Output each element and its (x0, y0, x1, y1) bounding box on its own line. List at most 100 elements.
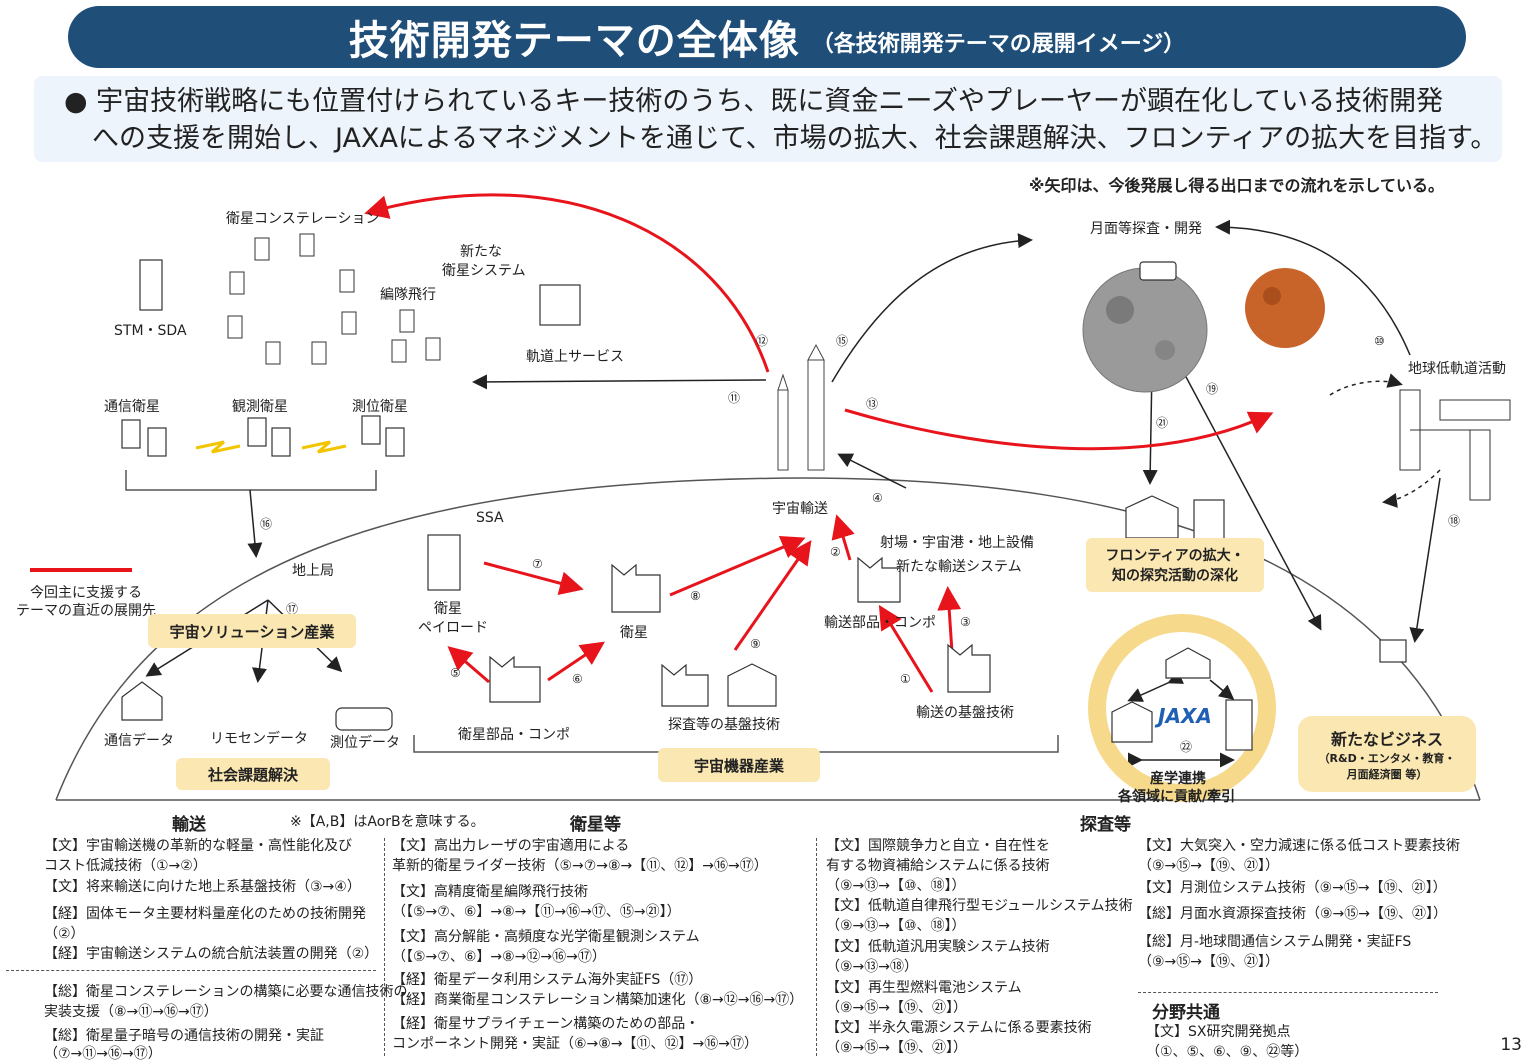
label-base-tech: 探査等の基盤技術 (668, 717, 780, 733)
column-divider-1 (384, 838, 385, 1056)
government-icon (1111, 701, 1153, 743)
transport-line: 【経】固体モータ主要材料量産化のための技術開発 (44, 906, 366, 922)
arrow-7 (483, 561, 584, 595)
exploration-line-b: （⑨→⑮→【⑲、㉑】） (1138, 858, 1280, 874)
exploration-line: （⑨→⑮→【⑲、㉑】） (826, 1040, 968, 1056)
label-new-transport: 新たな輸送システム (896, 559, 1022, 575)
tag-frontier-line-2: 知の探究活動の深化 (1112, 568, 1238, 584)
satellite-icon (361, 415, 405, 457)
exploration-line: 【文】半永久電源システムに係る要素技術 (826, 1020, 1092, 1036)
academia-line-1: 産学連携 (1150, 771, 1206, 787)
tag-biz-line-2: （R&D・エンタメ・教育・ (1318, 752, 1456, 765)
title-bar: 技術開発テーマの全体像 （各技術開発テーマの展開イメージ） (68, 6, 1466, 68)
num-7: ⑦ (532, 557, 543, 571)
rover-icon (1139, 261, 1177, 281)
num-11: ⑪ (728, 391, 741, 405)
page-title: 技術開発テーマの全体像 (348, 18, 800, 64)
label-rs-data: リモセンデータ (210, 731, 308, 747)
label-comm-data: 通信データ (104, 733, 174, 749)
section-exploration-heading: 探査等 (1080, 815, 1131, 835)
label-ssa: SSA (476, 510, 504, 526)
arrow-3 (937, 586, 962, 653)
arrow-9 (733, 540, 812, 651)
school-icon (1125, 495, 1179, 539)
label-trans-parts: 輸送部品・コンポ (824, 615, 936, 631)
rocket-icon (777, 343, 825, 471)
satellite-line: 【文】高出力レーザの宇宙適用による (392, 838, 630, 854)
arrow-4 (837, 453, 907, 489)
arrow-note: ※矢印は、今後発展し得る出口までの流れを示している。 (1028, 176, 1444, 195)
label-leo: 地球低軌道活動 (1408, 361, 1506, 377)
satellite-icon (539, 284, 581, 326)
label-onorbit: 軌道上サービス (526, 349, 624, 365)
lightning-icon (195, 440, 241, 454)
num-8: ⑧ (690, 589, 701, 603)
exploration-line: 【文】国際競争力と自立・自在性を (826, 838, 1050, 854)
arrow-jaxa-left (1127, 670, 1185, 702)
label-sat: 衛星 (620, 625, 648, 641)
satellite-line: 【経】商業衛星コンステレーション構築加速化（⑧→⑫→⑯→⑰） (392, 992, 804, 1008)
tag-equipment: 宇宙機器産業 (658, 748, 820, 782)
exploration-line: （⑨→⑮→【⑲、㉑】） (826, 1000, 968, 1016)
tag-biz-line-1: 新たなビジネス (1330, 730, 1443, 749)
legend-text-1: 今回主に支援する (30, 585, 142, 601)
arrow-8 (669, 535, 806, 597)
presentation-icon (1379, 639, 1407, 663)
school-icon (1165, 647, 1211, 679)
factory-icon (611, 563, 661, 613)
exploration-line-b: 【文】大気突入・空力減速に係る低コスト要素技術 (1138, 838, 1460, 854)
transport-divider (6, 970, 376, 971)
arrow-2 (831, 514, 855, 561)
label-stm: STM・SDA (114, 323, 187, 339)
satellite-icon (121, 419, 167, 457)
transport-line: 【総】衛星コンステレーションの構築に必要な通信技術の (44, 984, 408, 1000)
summary-line-2: への支援を開始し、JAXAによるマネジメントを通じて、市場の拡大、社会課題解決、… (92, 123, 1498, 154)
tag-solution: 宇宙ソリューション産業 (148, 614, 356, 648)
lightning-icon (301, 440, 347, 454)
dashed-arrow-top (1329, 373, 1403, 396)
label-new-sat-1: 新たな (460, 244, 502, 260)
num-22: ㉒ (1180, 740, 1193, 754)
arrow-11 (472, 374, 767, 390)
moon-icon (1082, 267, 1208, 393)
tag-social: 社会課題解決 (176, 758, 330, 790)
arrow-6 (547, 641, 605, 682)
arrow-jaxa-right (1209, 679, 1235, 700)
transport-line: 【総】衛星量子暗号の通信技術の開発・実証 (44, 1028, 324, 1044)
exploration-line: （⑨→⑬→⑱） (826, 959, 919, 975)
space-station-icon (1399, 389, 1511, 501)
tag-frontier-line-1: フロンティアの拡大・ (1105, 548, 1245, 564)
page-number: 13 (1500, 1035, 1522, 1055)
satellite-line: 【経】衛星サプライチェーン構築のための部品・ (392, 1016, 700, 1032)
factory-icon (489, 655, 541, 703)
tag-new-business: 新たなビジネス （R&D・エンタメ・教育・ 月面経済圏 等） (1298, 716, 1476, 792)
exploration-line-b: 【総】月-地球間通信システム開発・実証FS (1138, 934, 1412, 950)
satellite-line: （【⑤→⑦、⑥】→⑧→⑫→⑯→⑰） (392, 949, 606, 965)
num-6: ⑥ (572, 672, 583, 686)
transport-line: コスト低減技術（①→②） (44, 858, 207, 874)
section-transport-heading: 輸送 (172, 815, 206, 835)
common-line: （①、⑤、⑥、⑨、㉒等） (1146, 1044, 1309, 1060)
num-9: ⑨ (750, 637, 761, 651)
building-icon (1225, 699, 1253, 751)
satellite-line: 【文】高分解能・高頻度な光学衛星観測システム (392, 929, 700, 945)
label-payload-2: ペイロード (418, 620, 488, 636)
transport-line: 【経】宇宙輸送システムの統合航法装置の開発（②） (44, 946, 379, 962)
label-payload-1: 衛星 (434, 601, 462, 617)
column-divider-2 (816, 838, 817, 1056)
exploration-line: 【文】再生型燃料電池システム (826, 980, 1022, 996)
satellite-line: 【文】高精度衛星編隊飛行技術 (392, 884, 588, 900)
exploration-line-b: 【文】月測位システム技術（⑨→⑮→【⑲、㉑】） (1138, 880, 1447, 896)
label-comm-sat: 通信衛星 (104, 399, 160, 415)
house-icon (121, 681, 163, 721)
transport-line: （②） (44, 926, 85, 942)
transport-line: 実装支援（⑧→⑪→⑯→⑰） (44, 1004, 218, 1020)
num-16: ⑯ (260, 517, 273, 531)
num-4: ④ (872, 491, 883, 505)
satellite-line: 【経】衛星データ利用システム海外実証FS（⑰） (392, 972, 703, 988)
building-icon (427, 534, 461, 591)
arrow-16 (247, 489, 263, 558)
document-icon (1193, 499, 1225, 541)
label-constellation: 衛星コンステレーション (226, 211, 380, 227)
exploration-line-b: （⑨→⑮→【⑲、㉑】） (1138, 954, 1280, 970)
